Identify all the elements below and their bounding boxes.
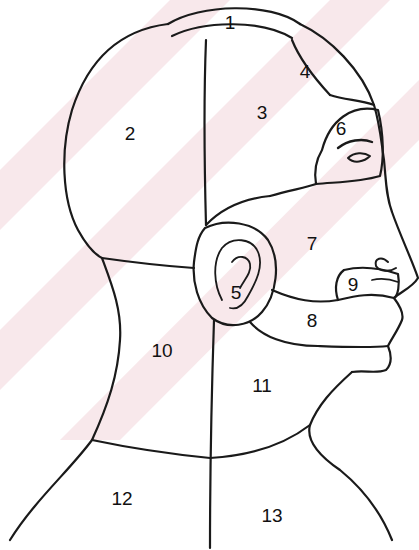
region-outline (272, 290, 394, 302)
region-outline (205, 40, 207, 225)
region-outline (210, 320, 214, 548)
head-outline (10, 24, 168, 540)
region-outline (336, 268, 399, 300)
region-outline (270, 184, 316, 196)
callout-number: 1 (223, 12, 238, 33)
region-outline (194, 223, 276, 325)
region-outline (206, 196, 270, 225)
mouth-detail (372, 279, 398, 282)
callout-number: 12 (109, 488, 134, 509)
callout-number: 2 (123, 123, 138, 144)
region-outline (315, 109, 383, 184)
region-outline (292, 40, 330, 95)
callout-number: 13 (259, 505, 284, 526)
region-outline (330, 95, 374, 105)
callout-number: 7 (305, 233, 320, 254)
callout-number: 11 (250, 375, 274, 396)
ear-detail (215, 240, 260, 308)
callout-number: 6 (334, 118, 349, 139)
eye-detail (348, 153, 370, 161)
neck-front (309, 372, 392, 540)
callout-number: 3 (255, 102, 270, 123)
callout-number: 9 (346, 274, 361, 295)
eye-detail (338, 140, 372, 148)
region-outline (92, 425, 310, 458)
region-outline (102, 258, 194, 268)
callout-number: 8 (305, 310, 320, 331)
face-outline (300, 24, 418, 372)
nostril-detail (376, 259, 396, 271)
watermark-stripes (0, 0, 419, 440)
callout-number: 4 (298, 61, 313, 82)
callout-number: 10 (149, 340, 174, 361)
region-outline (250, 322, 388, 347)
callout-number: 5 (229, 282, 244, 303)
